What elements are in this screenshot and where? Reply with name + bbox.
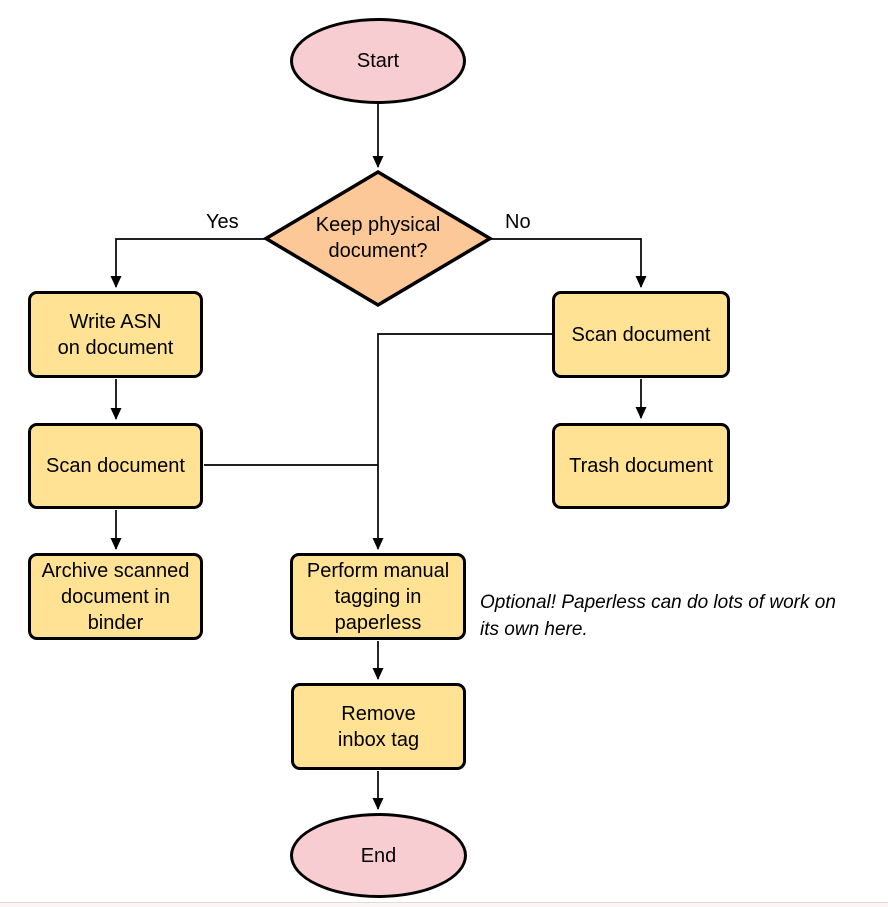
edge-label-yes: Yes	[206, 211, 239, 233]
node-scan-document-left: Scan document	[28, 423, 203, 509]
node-scan-document-right: Scan document	[552, 291, 730, 378]
node-write-asn: Write ASN on document	[28, 291, 203, 378]
edge-decision-to-write-asn	[110, 238, 266, 288]
edge-decision-to-scan-right	[490, 238, 647, 288]
edge-scan-right-to-tagging	[372, 333, 552, 550]
node-remove-inbox-tag: Remove inbox tag	[291, 683, 466, 770]
node-start-label: Start	[356, 50, 400, 72]
edge-label-no: No	[505, 211, 531, 233]
node-end: End	[290, 813, 467, 898]
node-write-asn-label: Write ASN on document	[57, 310, 174, 359]
node-scan-document-left-label: Scan document	[46, 455, 185, 477]
node-start: Start	[290, 18, 466, 104]
node-trash-document-label: Trash document	[569, 455, 713, 477]
node-manual-tagging: Perform manual tagging in paperless	[290, 553, 466, 640]
node-remove-inbox-tag-label: Remove inbox tag	[337, 702, 420, 751]
node-manual-tagging-label: Perform manual tagging in paperless	[306, 559, 450, 634]
node-trash-document: Trash document	[552, 423, 730, 509]
node-archive-binder: Archive scanned document in binder	[28, 553, 203, 640]
annotation-note: Optional! Paperless can do lots of work …	[480, 592, 836, 640]
node-decision-shape	[262, 169, 494, 308]
node-end-label: End	[360, 844, 397, 867]
node-decision-label: Keep physical document?	[315, 214, 441, 262]
node-archive-binder-label: Archive scanned document in binder	[41, 559, 190, 634]
page-bottom-divider	[0, 902, 888, 903]
node-scan-document-right-label: Scan document	[571, 323, 711, 346]
page-bottom-strip	[0, 903, 888, 907]
